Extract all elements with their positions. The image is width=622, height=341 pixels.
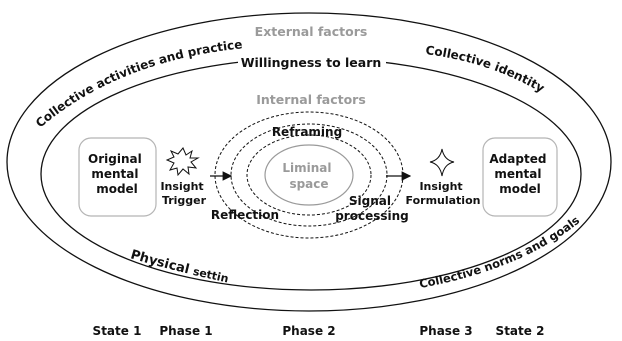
phase-label-state2: State 2 — [496, 324, 545, 338]
phase-label-state1: State 1 — [93, 324, 142, 338]
reframing-label: Reframing — [272, 125, 342, 139]
signal-processing-label: Signal processing — [335, 194, 409, 223]
liminal-ring-inner — [246, 134, 372, 216]
sparkle-icon — [429, 148, 455, 177]
insight-formulation-label: Insight Formulation — [406, 180, 481, 207]
external-factors-ellipse — [6, 12, 612, 312]
reflection-label: Reflection — [211, 208, 279, 222]
collective-identity-label: Collective identity — [425, 43, 547, 95]
adapted-model-box — [482, 137, 558, 217]
willingness-label: Willingness to learn — [241, 55, 382, 70]
internal-factors-label: Internal factors — [256, 92, 366, 107]
insight-trigger-label: Insight Trigger — [160, 180, 207, 207]
phase-label-phase3: Phase 3 — [419, 324, 472, 338]
phase-label-phase2: Phase 2 — [282, 324, 335, 338]
adapted-model-label: Adapted mental model — [489, 152, 550, 196]
liminal-space-label: Liminal space — [282, 161, 335, 191]
original-model-label: Original mental model — [88, 152, 146, 196]
liminal-ring-middle — [230, 123, 388, 227]
original-model-box — [78, 137, 157, 217]
liminal-core — [264, 144, 354, 206]
collective-norms-label: Collective norms and goals — [418, 213, 582, 291]
external-factors-label: External factors — [255, 24, 368, 39]
burst-icon — [165, 147, 200, 177]
phase-label-phase1: Phase 1 — [159, 324, 212, 338]
collective-activities-label: Collective activities and practices — [0, 0, 243, 130]
